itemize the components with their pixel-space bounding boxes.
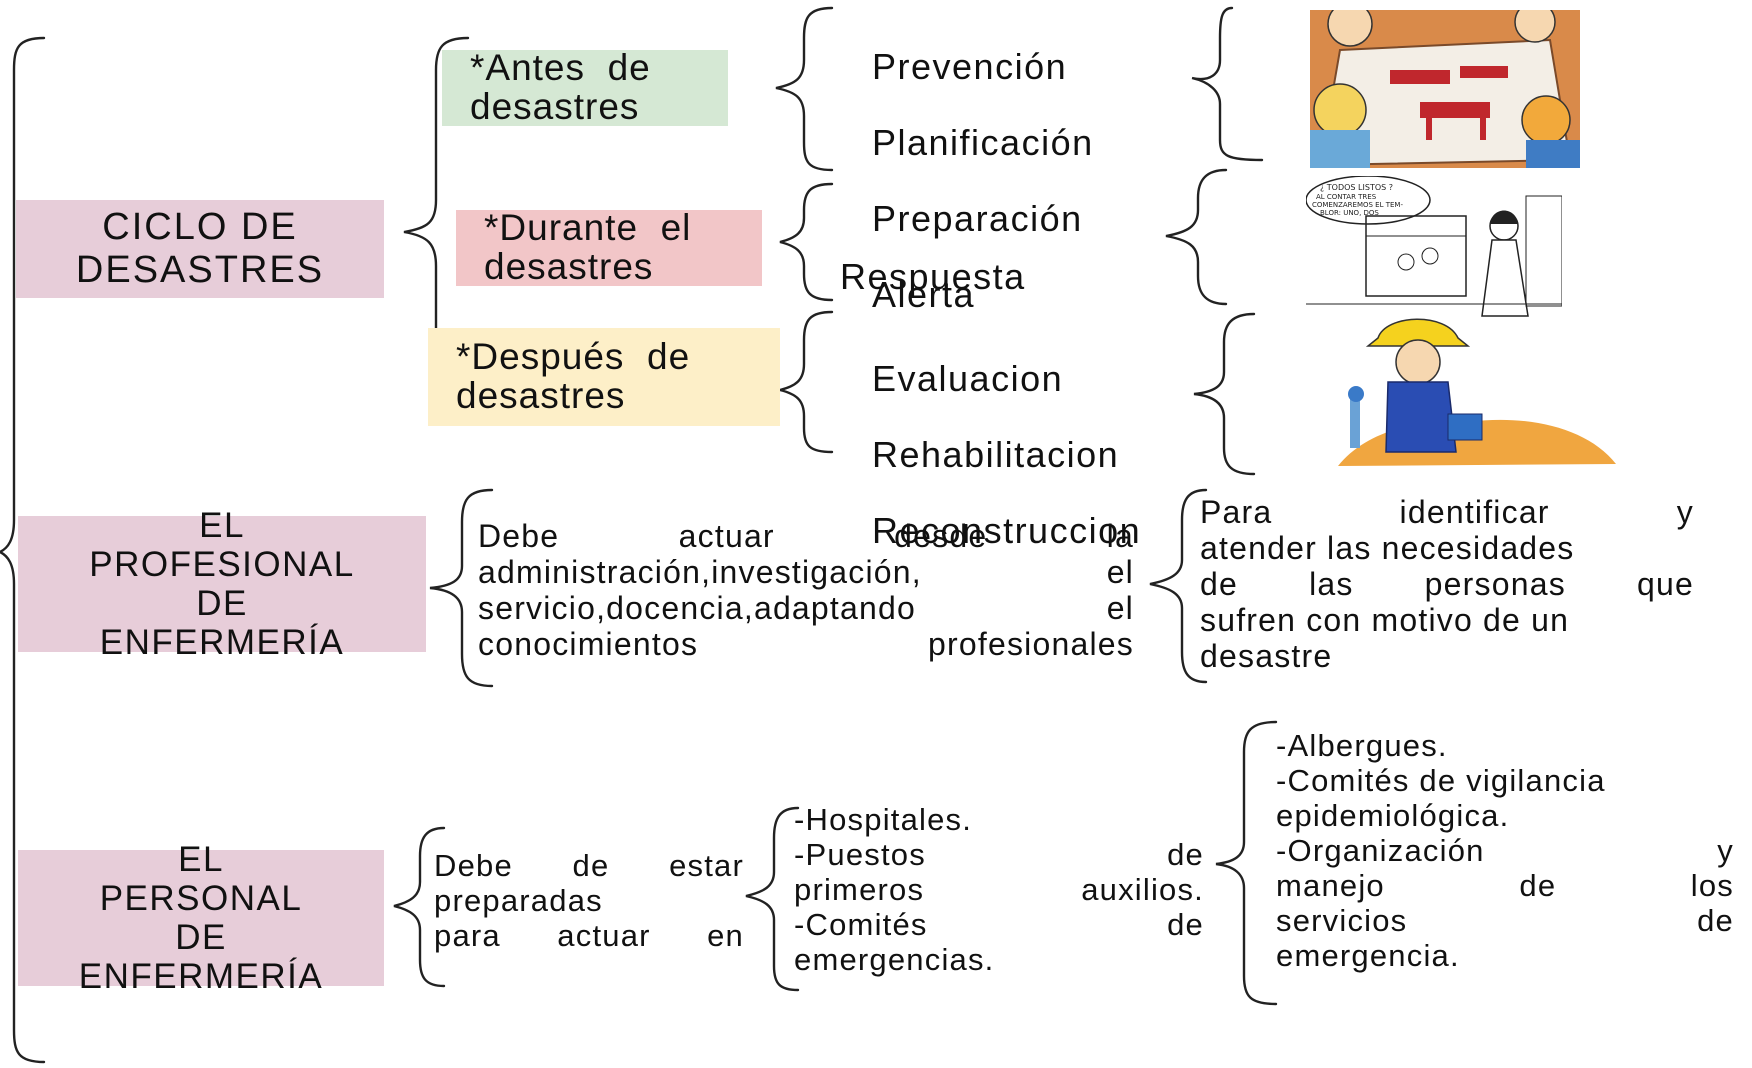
paragraph-line: administración,investigación, el — [478, 554, 1134, 590]
paragraph-line: -Comités de vigilancia — [1276, 763, 1606, 798]
personal-organization-list: -Albergues. -Comités de vigilancia epide… — [1276, 728, 1734, 973]
ciclo-de-desastres-box: CICLO DE DESASTRES — [16, 200, 384, 298]
despues-actions-brace — [779, 310, 834, 454]
profesional-role-paragraph: Debe actuar desde la administración,inve… — [478, 518, 1134, 662]
profesional-label-line: EL — [199, 505, 245, 545]
paragraph-line: servicio,docencia,adaptando el — [478, 590, 1134, 626]
antes-label-line: desastres — [470, 86, 640, 127]
antes-image-brace — [1191, 6, 1264, 162]
paragraph-line: -Comités de — [794, 907, 1204, 942]
profesional-purpose-paragraph: Para identificar y atender las necesidad… — [1200, 494, 1694, 674]
paragraph-line: preparadas — [434, 883, 603, 918]
children-planning-illustration — [1310, 10, 1580, 168]
personal-places-brace — [745, 806, 800, 992]
paragraph-line: manejo de los — [1276, 868, 1734, 903]
paragraph-line: emergencias. — [794, 942, 995, 977]
ciclo-de-desastres-label: CICLO DE DESASTRES — [75, 206, 325, 291]
paragraph-line: epidemiológica. — [1276, 798, 1510, 833]
despues-action-item: Rehabilitacion — [872, 434, 1120, 475]
despues-action-item: Evaluacion — [872, 358, 1064, 399]
drill-cartoon-illustration: ¿ TODOS LISTOS ? AL CONTAR TRES COMENZAR… — [1306, 176, 1562, 318]
personal-label-line: PERSONAL — [99, 878, 303, 918]
paragraph-line: -Albergues. — [1276, 728, 1448, 763]
paragraph-line: desastre — [1200, 638, 1333, 674]
antes-label-line: *Antes de — [470, 47, 651, 89]
paragraph-line: atender las necesidades — [1200, 530, 1575, 566]
profesional-purpose-brace — [1149, 488, 1208, 684]
durante-actions-brace — [779, 182, 834, 302]
antes-action-item: Prevención — [872, 46, 1068, 87]
durante-image-brace — [1165, 168, 1228, 306]
personal-readiness-paragraph: Debe de estar preparadas para actuar en — [434, 848, 744, 953]
personal-label-line: ENFERMERÍA — [78, 957, 324, 997]
antes-de-desastres-box: *Antes de desastres — [442, 47, 728, 127]
paragraph-line: para actuar en — [434, 918, 744, 953]
personal-organization-brace — [1215, 720, 1278, 1006]
despues-label-line: desastres — [456, 375, 626, 416]
speech-bubble-line: COMENZAREMOS EL TEM- — [1312, 201, 1403, 209]
despues-label-line: *Después de — [456, 336, 691, 378]
profesional-label-line: DE — [196, 584, 248, 623]
speech-bubble-line: ¿ TODOS LISTOS ? — [1320, 183, 1393, 192]
paragraph-line: conocimientos profesionales — [478, 626, 1134, 662]
speech-bubble-line: BLOR: UNO, DOS — [1320, 209, 1379, 217]
paragraph-line: sufren con motivo de un — [1200, 602, 1570, 638]
durante-label-line: *Durante el — [484, 207, 692, 249]
antes-actions-brace — [775, 6, 834, 172]
paragraph-line: de las personas que — [1200, 566, 1694, 602]
profesional-brace — [429, 488, 494, 688]
paragraph-line: emergencia. — [1276, 938, 1460, 973]
durante-el-desastres-box: *Durante el desastres — [456, 207, 762, 287]
antes-actions-list: Prevención Planificación Preparación Ale… — [872, 10, 1094, 352]
profesional-label-line: ENFERMERÍA — [99, 623, 345, 663]
paragraph-line: Debe actuar desde la — [478, 518, 1134, 554]
paragraph-line: -Puestos de — [794, 837, 1204, 872]
despues-action-item: Reconstruccion — [872, 510, 1142, 551]
paragraph-line: servicios de — [1276, 903, 1734, 938]
paragraph-line: primeros auxilios. — [794, 872, 1204, 907]
personal-de-enfermeria-box: EL PERSONAL DE ENFERMERÍA — [18, 840, 384, 996]
durante-action-item: Respuesta — [840, 256, 1026, 297]
personal-brace — [393, 826, 446, 988]
durante-actions-list: Respuesta — [840, 220, 1026, 334]
durante-label-line: desastres — [484, 246, 654, 287]
antes-action-item: Preparación — [872, 198, 1083, 239]
main-brace — [0, 36, 46, 1064]
rescuer-worker-illustration — [1328, 318, 1618, 468]
paragraph-line: -Organización y — [1276, 833, 1734, 868]
paragraph-line: Para identificar y — [1200, 494, 1694, 530]
personal-places-list: -Hospitales. -Puestos de primeros auxili… — [794, 802, 1204, 977]
despues-actions-list: Evaluacion Rehabilitacion Reconstruccion — [872, 322, 1141, 588]
profesional-de-enfermeria-box: EL PROFESIONAL DE ENFERMERÍA — [18, 506, 426, 662]
personal-label-line: EL — [178, 839, 224, 879]
antes-action-item: Alerta — [872, 274, 976, 315]
despues-de-desastres-box: *Después de desastres — [428, 328, 780, 426]
profesional-label-line: PROFESIONAL — [89, 544, 355, 584]
paragraph-line: -Hospitales. — [794, 802, 973, 837]
despues-image-brace — [1193, 312, 1256, 476]
antes-action-item: Planificación — [872, 122, 1094, 163]
speech-bubble-line: AL CONTAR TRES — [1316, 193, 1377, 201]
personal-label-line: DE — [175, 918, 227, 957]
paragraph-line: Debe de estar — [434, 848, 744, 883]
